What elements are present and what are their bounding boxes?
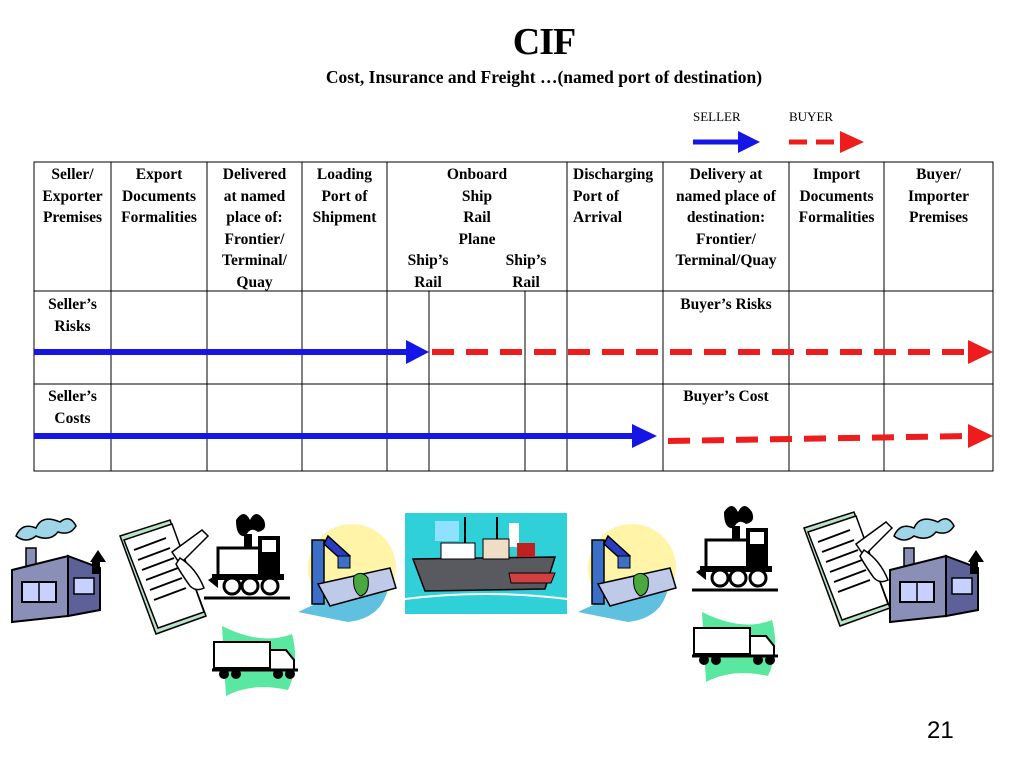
- legend-buyer-label: BUYER: [789, 109, 834, 124]
- table-border: [33, 161, 994, 472]
- buyer-cost-arrowhead: [968, 424, 993, 448]
- train-icon: [690, 504, 780, 592]
- page-title: CIF: [512, 21, 576, 63]
- page-number: 21: [927, 717, 954, 744]
- buyers-cost-label: Buyer’s Cost: [683, 388, 769, 405]
- factory-icon: [11, 517, 107, 623]
- buyer-risk-arrowhead: [968, 340, 993, 364]
- buyer-cost-arrow: [667, 433, 971, 444]
- seller-risk-arrowhead: [406, 340, 429, 364]
- buyers-risks-label: Buyer’s Risks: [680, 296, 772, 313]
- discharging-port-crane-icon: [577, 523, 677, 623]
- legend-seller-arrowhead: [738, 131, 760, 153]
- truck-icon: [690, 610, 780, 684]
- cargo-ship-icon: [404, 512, 568, 615]
- train-icon: [202, 512, 292, 600]
- seller-cost-arrowhead: [632, 424, 657, 448]
- export-document-icon: [119, 519, 209, 635]
- legend-seller-label: SELLER: [693, 109, 741, 124]
- truck-icon: [210, 624, 300, 698]
- loading-port-crane-icon: [297, 523, 397, 623]
- factory-icon: [889, 517, 985, 623]
- import-document-icon: [803, 511, 893, 627]
- legend-buyer-arrowhead: [840, 131, 864, 153]
- page-subtitle: Cost, Insurance and Freight …(named port…: [325, 67, 763, 87]
